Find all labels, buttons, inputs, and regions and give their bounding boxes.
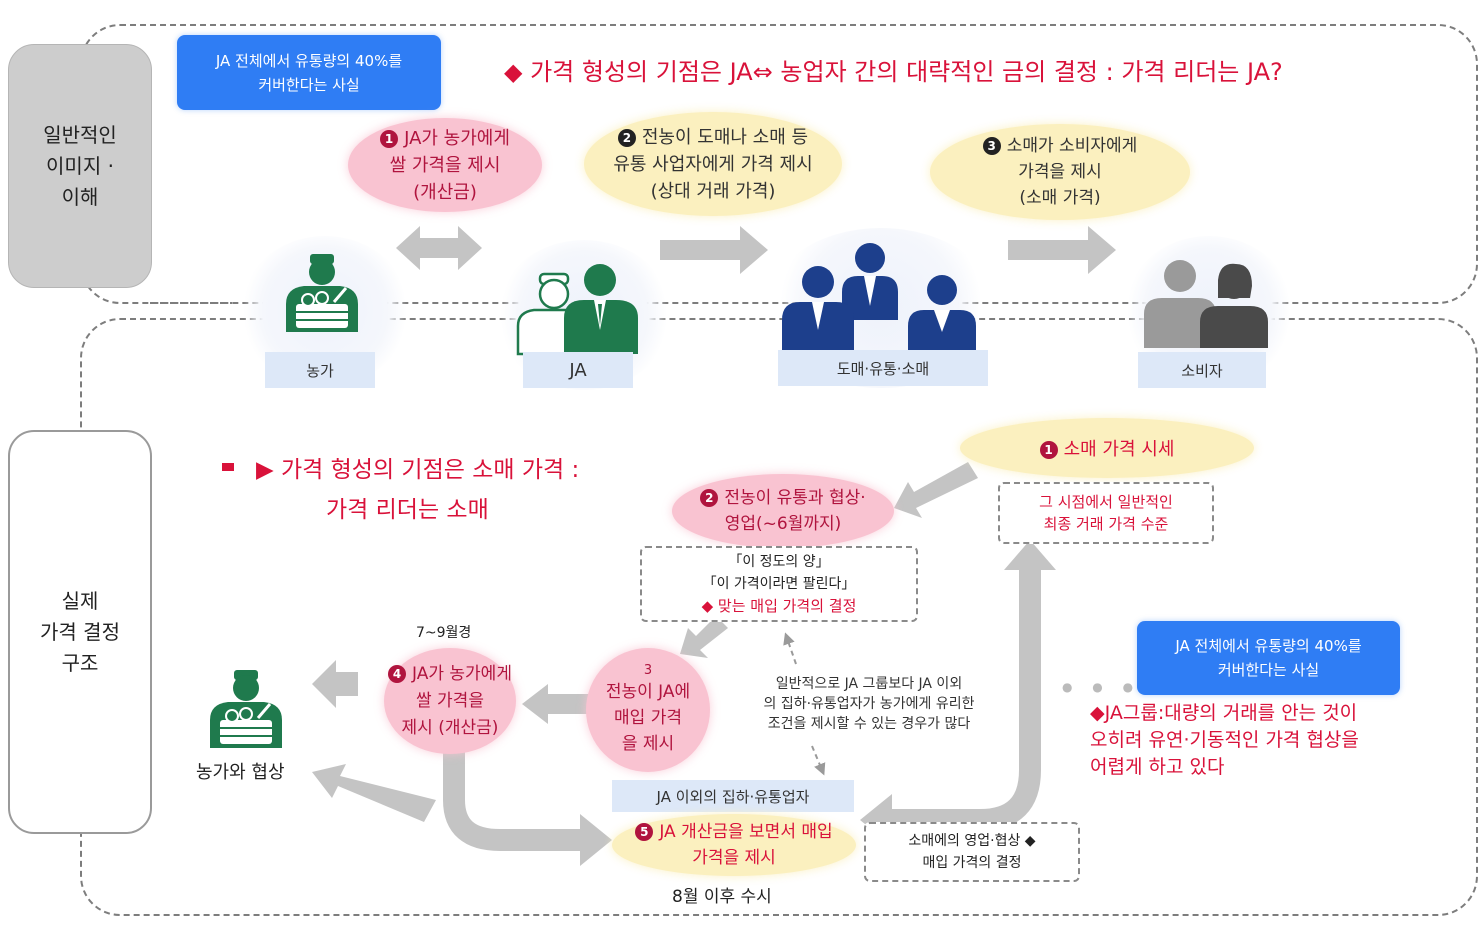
bottom-headline-line2: 가격 리더는 소매 bbox=[326, 497, 489, 523]
step2-note-line1: 「이 정도의 양」 bbox=[728, 554, 830, 570]
bottom-region-label: 실제 가격 결정 구조 bbox=[8, 430, 152, 834]
ja-staff-icon bbox=[516, 264, 638, 356]
top-step1-text: JA가 농가에게 쌀 가격을 제시 (개산금) bbox=[389, 127, 510, 203]
step-number: 4 bbox=[388, 664, 407, 683]
retail-negotiation-note: 소매에의 영업·협상 ◆ 매입 가격의 결정 bbox=[864, 822, 1080, 882]
step-number: 5 bbox=[635, 823, 654, 841]
top-headline: ◆ 가격 형성의 기점은 JA⇔ 농업자 간의 대략적인 금의 결정 : 가격 … bbox=[504, 58, 1283, 86]
top-arrow-3 bbox=[1008, 226, 1116, 274]
arrow-step1-to-step2 bbox=[894, 462, 978, 518]
other-collectors-label: JA 이외의 집하·유통업자 bbox=[612, 780, 854, 812]
bottom-headline-line1: ▶ 가격 형성의 기점은 소매 가격 : bbox=[256, 457, 580, 483]
top-double-arrow bbox=[396, 226, 482, 270]
bottom-step5-bubble: 5 JA 개산금을 보면서 매입 가격을 제시 bbox=[612, 814, 856, 876]
bottom-step2-bubble: 2 전농이 유통과 협상· 영업(~6월까지) bbox=[672, 474, 894, 548]
arrow-step4-to-step5 bbox=[443, 752, 584, 851]
farmer-negotiation-icon bbox=[210, 670, 282, 748]
bottom-step1-bubble: 1 소매 가격 시세 bbox=[960, 418, 1254, 478]
arrow-step4-to-farmer bbox=[312, 660, 358, 708]
consumer-label: 소비자 bbox=[1138, 352, 1266, 388]
bottom-step4-period: 7~9월경 bbox=[416, 625, 472, 641]
top-step2-text: 전농이 도매나 소매 등 유통 사업자에게 가격 제시 (상대 거래 가격) bbox=[613, 126, 813, 202]
ellipsis-dots: ● ● ● bbox=[1062, 680, 1142, 694]
step-number: 3 bbox=[982, 137, 1001, 155]
bottom-step2-text: 전농이 유통과 협상· 영업(~6월까지) bbox=[724, 488, 866, 534]
step-number: 1 bbox=[380, 129, 399, 148]
bottom-headline: ▶ 가격 형성의 기점은 소매 가격 : 가격 리더는 소매 bbox=[222, 450, 579, 524]
bottom-blue-note: JA 전체에서 유통량의 40%를 커버한다는 사실 bbox=[1137, 621, 1400, 695]
farmer-negotiation-label: 농가와 협상 bbox=[196, 762, 285, 783]
step-number: 1 bbox=[1039, 441, 1058, 459]
bottom-step5-text: JA 개산금을 보면서 매입 가격을 제시 bbox=[659, 822, 833, 868]
farmer-label: 농가 bbox=[265, 352, 375, 388]
step-number: 2 bbox=[617, 128, 636, 147]
bottom-step3-text: 전농이 JA에 매입 가격 을 제시 bbox=[605, 682, 691, 754]
step-number: 3 bbox=[643, 663, 653, 678]
step-number: 2 bbox=[700, 489, 719, 507]
top-step3-bubble: 3 소매가 소비자에게 가격을 제시 (소매 가격) bbox=[930, 124, 1190, 220]
step2-note-line2: 「이 가격이라면 팔린다」 bbox=[702, 576, 856, 592]
top-region-label: 일반적인 이미지 · 이해 bbox=[8, 44, 152, 288]
top-step3-text: 소매가 소비자에게 가격을 제시 (소매 가격) bbox=[1006, 136, 1138, 208]
ja-label: JA bbox=[523, 352, 633, 388]
bottom-step3-bubble: 3 전농이 JA에 매입 가격 을 제시 bbox=[586, 648, 710, 772]
bottom-step2-note: 「이 정도의 양」 「이 가격이라면 팔린다」 ◆ 맞는 매입 가격의 결정 bbox=[640, 546, 918, 622]
consumer-people-icon bbox=[1144, 260, 1268, 348]
arrow-step5-to-farmer bbox=[312, 764, 436, 822]
step2-note-line3: ◆ 맞는 매입 가격의 결정 bbox=[701, 597, 857, 615]
bullet-square-icon bbox=[222, 463, 234, 471]
bottom-step1-note: 그 시점에서 일반적인 최종 거래 가격 수준 bbox=[998, 482, 1214, 544]
middle-note: 일반적으로 JA 그룹보다 JA 이외 의 집하·유통업자가 농가에게 유리한 … bbox=[763, 676, 975, 732]
conclusion-text: ◆JA그룹:대량의 거래를 안는 것이 오히려 유연·기동적인 가격 협상을 어… bbox=[1090, 702, 1359, 778]
arrow-step3-to-step4 bbox=[522, 684, 590, 724]
arrow-note-to-step3 bbox=[680, 616, 728, 658]
bottom-step4-text: JA가 농가에게 쌀 가격을 제시 (개산금) bbox=[401, 663, 512, 738]
farmer-icon bbox=[286, 254, 358, 332]
dashed-arrow-up bbox=[783, 632, 797, 665]
bottom-step5-period: 8월 이후 수시 bbox=[672, 887, 772, 907]
bottom-step1-text: 소매 가격 시세 bbox=[1063, 439, 1175, 460]
arrow-retail-to-step1 bbox=[890, 566, 1041, 831]
top-blue-note: JA 전체에서 유통량의 40%를 커버한다는 사실 bbox=[177, 35, 441, 110]
wholesale-people-icon bbox=[782, 243, 976, 350]
wholesale-label: 도매·유통·소매 bbox=[778, 350, 988, 386]
dashed-arrow-down bbox=[811, 745, 826, 776]
top-arrow-2 bbox=[660, 226, 768, 274]
